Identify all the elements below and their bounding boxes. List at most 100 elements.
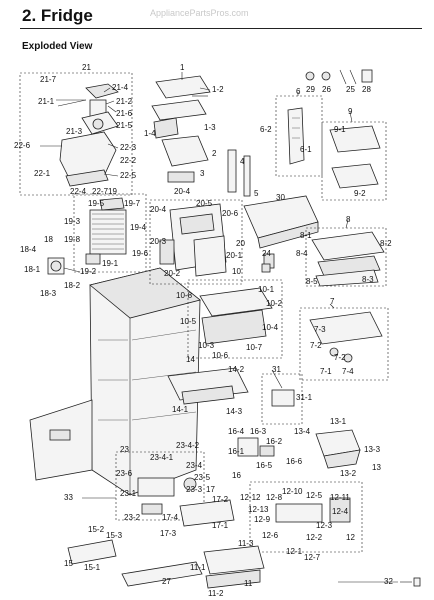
label-23-4-1: 23-4-1 (150, 453, 174, 462)
label-7-2-b: 7-2 (334, 353, 346, 362)
label-12-13: 12-13 (248, 505, 269, 514)
label-16-1: 16-1 (228, 447, 245, 456)
label-10-3: 10-3 (198, 341, 215, 350)
label-19-2: 19-2 (80, 267, 97, 276)
label-19: 19 (108, 187, 117, 196)
label-23-1: 23-1 (120, 489, 137, 498)
label-16-3: 16-3 (250, 427, 267, 436)
leader-lines (40, 72, 412, 583)
part-group-16 (237, 437, 275, 457)
label-17-1: 17-1 (212, 521, 229, 530)
label-15-3: 15-3 (106, 531, 123, 540)
label-16: 16 (232, 471, 241, 480)
label-6-2: 6-2 (260, 125, 272, 134)
label-8-3: 8-3 (362, 275, 374, 284)
label-12-8: 12-8 (266, 493, 283, 502)
label-28: 28 (362, 85, 371, 94)
label-33: 33 (64, 493, 73, 502)
page-title: 2. Fridge (22, 6, 93, 25)
watermark: AppliancePartsPros.com (150, 8, 249, 18)
label-25: 25 (346, 85, 355, 94)
label-31-1: 31-1 (296, 393, 313, 402)
label-10-4: 10-4 (262, 323, 279, 332)
label-19-4: 19-4 (130, 223, 147, 232)
refrigerator-cabinet (29, 267, 201, 496)
trim-strips (67, 539, 203, 587)
label-17-3: 17-3 (160, 529, 177, 538)
label-8-4: 8-4 (296, 249, 308, 258)
label-12-5: 12-5 (306, 491, 323, 500)
label-19-6: 19-6 (132, 249, 149, 258)
label-23-4-2: 23-4-2 (176, 441, 200, 450)
label-12-7: 12-7 (304, 553, 321, 562)
label-12-10: 12-10 (282, 487, 303, 496)
label-21-3: 21-3 (66, 127, 83, 136)
label-4: 4 (240, 157, 245, 166)
section-title: Exploded View (22, 41, 93, 52)
label-17-2: 17-2 (212, 495, 229, 504)
label-21-6: 21-6 (116, 109, 133, 118)
label-10: 10 (232, 267, 241, 276)
label-21-7: 21-7 (40, 75, 57, 84)
evaporator-assembly (73, 193, 147, 273)
small-parts-24-25 (243, 155, 271, 273)
label-12-3: 12-3 (316, 521, 333, 530)
label-8: 8 (346, 215, 351, 224)
label-10-2: 10-2 (266, 299, 283, 308)
label-12-6: 12-6 (262, 531, 279, 540)
label-19-7: 19-7 (124, 199, 141, 208)
label-10-5: 10-5 (180, 317, 197, 326)
label-11-2: 11-2 (208, 589, 224, 598)
label-8-5: 8-5 (306, 277, 318, 286)
label-7-2-a: 7-2 (310, 341, 322, 350)
label-6-1: 6-1 (300, 145, 312, 154)
label-8-2: 8-2 (380, 239, 392, 248)
label-14-2: 14-2 (228, 365, 245, 374)
label-21-4: 21-4 (112, 83, 129, 92)
label-18-1: 18-1 (24, 265, 41, 274)
label-7-4: 7-4 (342, 367, 354, 376)
label-18: 18 (44, 235, 53, 244)
label-20-2: 20-2 (164, 269, 181, 278)
label-14: 14 (186, 355, 195, 364)
part-group-17 (179, 499, 235, 527)
label-9: 9 (348, 107, 353, 116)
label-20: 20 (236, 239, 245, 248)
title-rule (20, 28, 422, 29)
label-23-4: 23-4 (186, 461, 203, 470)
label-11-3: 11-3 (238, 539, 254, 548)
label-16-5: 16-5 (256, 461, 273, 470)
label-7: 7 (330, 297, 335, 306)
hardware-parts (305, 69, 421, 587)
label-22-1: 22-1 (34, 169, 51, 178)
label-1-4: 1-4 (144, 129, 156, 138)
label-23-3: 23-3 (186, 485, 203, 494)
drawer-assembly-10 (187, 279, 283, 359)
label-22-6: 22-6 (14, 141, 31, 150)
label-18-4: 18-4 (20, 245, 37, 254)
label-30: 30 (276, 193, 285, 202)
fan-motor-assembly (47, 257, 81, 275)
label-21-1: 21-1 (38, 97, 55, 106)
label-22-4: 22-4 (70, 187, 87, 196)
label-20-6: 20-6 (222, 209, 239, 218)
label-15-2: 15-2 (88, 525, 105, 534)
label-12-1: 12-1 (286, 547, 303, 556)
label-3: 3 (200, 169, 205, 178)
drawer-11 (203, 545, 265, 589)
label-22-7: 22-7 (92, 187, 109, 196)
label-22-2: 22-2 (120, 156, 137, 165)
label-18-3: 18-3 (40, 289, 57, 298)
label-20-5: 20-5 (196, 199, 213, 208)
label-31: 31 (272, 365, 281, 374)
label-7-1: 7-1 (320, 367, 332, 376)
label-20-4-2: 20-4 (150, 205, 167, 214)
top-panel-assembly (151, 75, 211, 139)
part-group-12 (249, 481, 363, 553)
label-24: 24 (262, 249, 271, 258)
shelf-assembly-9 (321, 121, 387, 201)
label-18-2: 18-2 (64, 281, 81, 290)
label-19-8: 19-8 (64, 235, 81, 244)
label-12-11: 12-11 (330, 493, 350, 502)
